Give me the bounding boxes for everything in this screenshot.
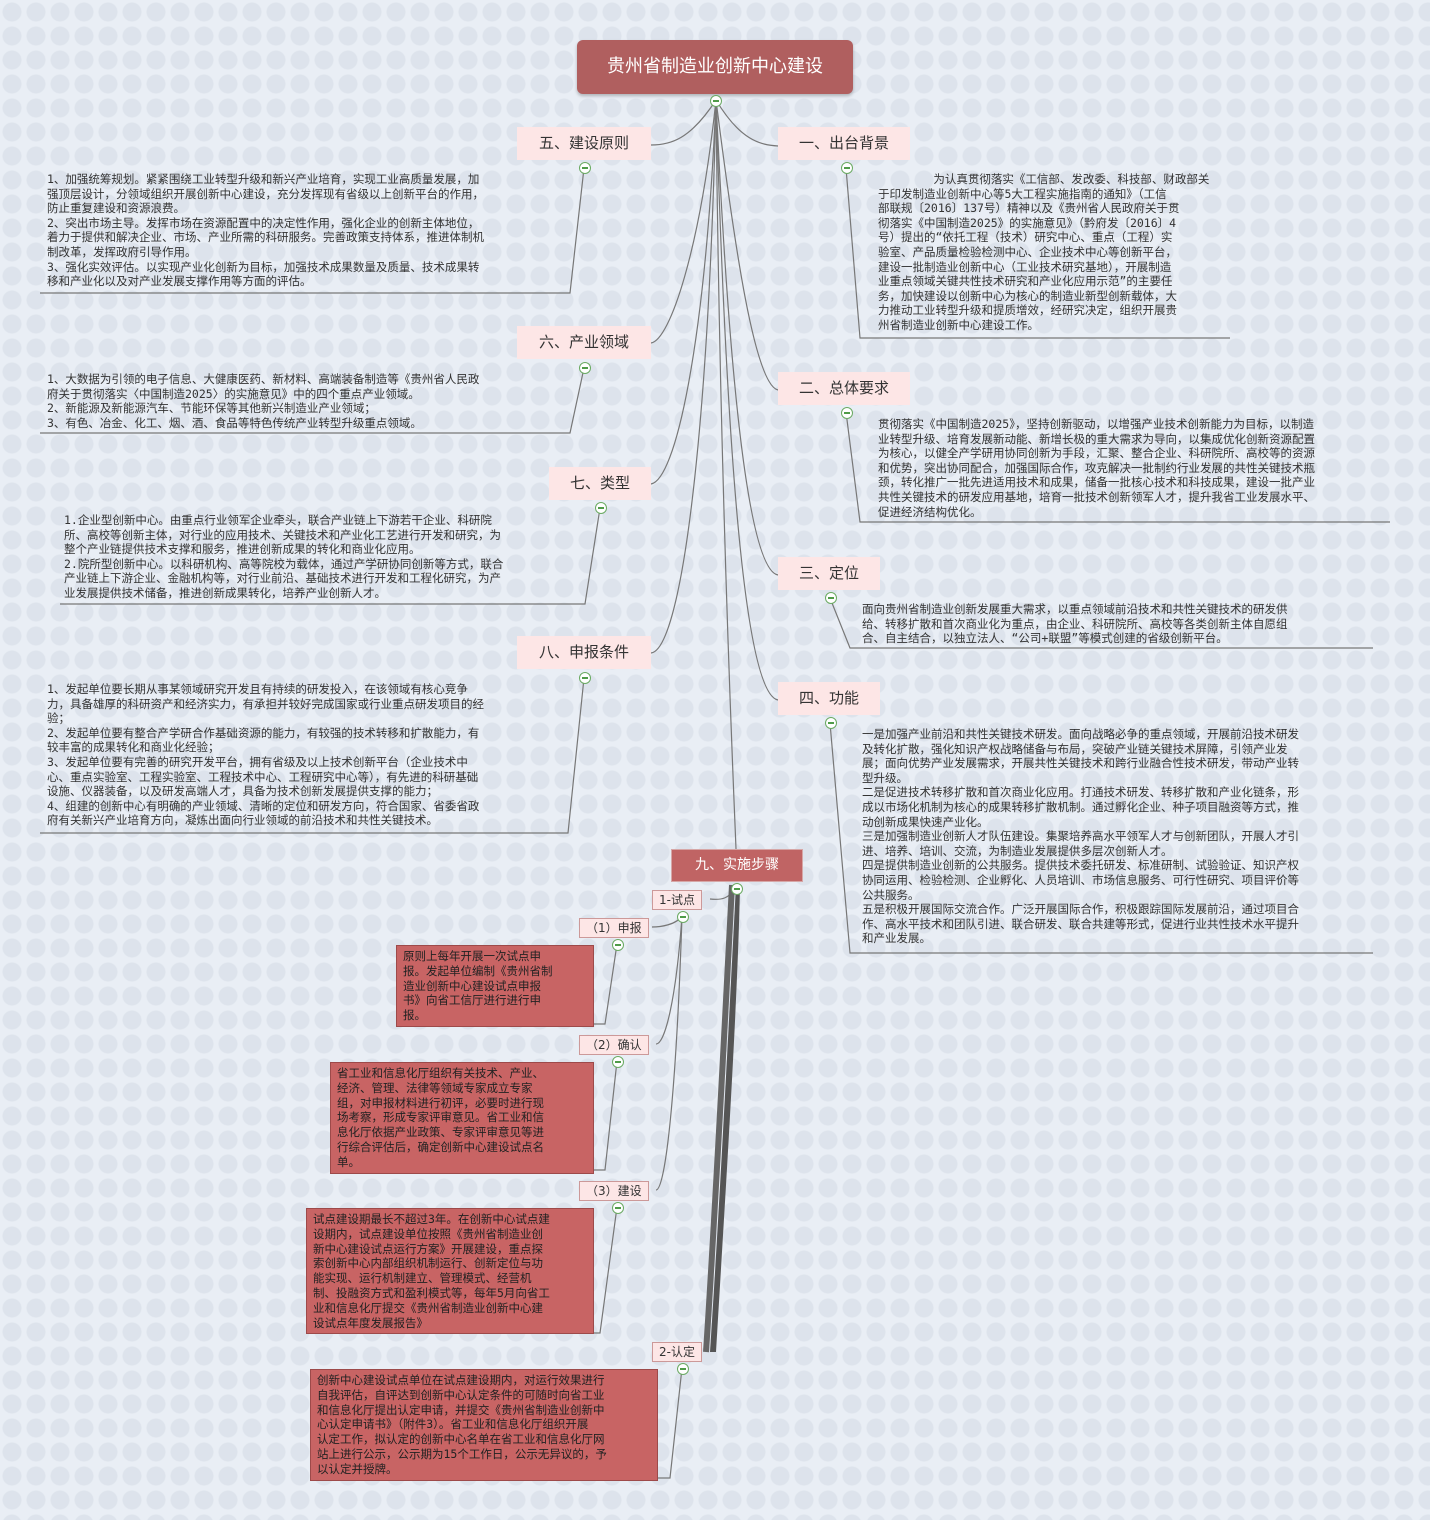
note-principles: 1、加强统筹规划。紧紧围绕工业转型升级和新兴产业培育，实现工业高质量发展，加 强…: [47, 172, 484, 289]
collapse-icon[interactable]: [612, 1056, 624, 1068]
collapse-icon[interactable]: [579, 362, 591, 374]
topic-types[interactable]: 七、类型: [549, 467, 651, 500]
collapse-icon[interactable]: [579, 162, 591, 174]
note-requirements: 贯彻落实《中国制造2025》，坚持创新驱动，以增强产业技术创新能力为目标，以制造…: [878, 417, 1315, 519]
root-topic[interactable]: 贵州省制造业创新中心建设: [577, 40, 853, 94]
note-positioning: 面向贵州省制造业创新发展重大需求，以重点领域前沿技术和共性关键技术的研发供 给、…: [862, 602, 1288, 646]
step-recognize[interactable]: 2-认定: [652, 1342, 702, 1362]
collapse-icon[interactable]: [677, 911, 689, 923]
topic-functions[interactable]: 四、功能: [778, 682, 880, 715]
collapse-icon[interactable]: [612, 939, 624, 951]
note-conditions: 1、发起单位要长期从事某领域研究开发且有持续的研发投入，在该领域有核心竞争 力，…: [47, 682, 484, 828]
note-types: 1.企业型创新中心。由重点行业领军企业牵头，联合产业链上下游若干企业、科研院 所…: [64, 513, 504, 600]
topic-industry-fields[interactable]: 六、产业领域: [517, 326, 651, 359]
topic-requirements[interactable]: 二、总体要求: [778, 372, 910, 405]
note-background: 为认真贯彻落实《工信部、发改委、科技部、财政部关 于印发制造业创新中心等5大工程…: [878, 172, 1210, 332]
topic-principles[interactable]: 五、建设原则: [517, 127, 651, 160]
collapse-icon[interactable]: [612, 1202, 624, 1214]
collapse-icon[interactable]: [825, 592, 837, 604]
topic-implementation-steps[interactable]: 九、实施步骤: [671, 849, 803, 882]
step-confirm-text: 省工业和信息化厅组织有关技术、产业、 经济、管理、法律等领域专家成立专家 组，对…: [330, 1062, 594, 1174]
collapse-icon[interactable]: [710, 95, 722, 107]
step-build-text: 试点建设期最长不超过3年。在创新中心试点建 设期内，试点建设单位按照《贵州省制造…: [306, 1208, 594, 1335]
topic-positioning[interactable]: 三、定位: [778, 557, 880, 590]
collapse-icon[interactable]: [731, 883, 743, 895]
note-functions: 一是加强产业前沿和共性关键技术研发。面向战略必争的重点领域，开展前沿技术研发 及…: [862, 727, 1299, 946]
step-recognize-text: 创新中心建设试点单位在试点建设期内，对运行效果进行 自我评估，自评达到创新中心认…: [310, 1369, 658, 1481]
collapse-icon[interactable]: [595, 502, 607, 514]
step-apply-text: 原则上每年开展一次试点申 报。发起单位编制《贵州省制 造业创新中心建设试点申报 …: [396, 945, 594, 1027]
collapse-icon[interactable]: [677, 1363, 689, 1375]
step-confirm[interactable]: （2）确认: [579, 1035, 649, 1055]
note-industry-fields: 1、大数据为引领的电子信息、大健康医药、新材料、高端装备制造等《贵州省人民政 府…: [47, 372, 480, 430]
collapse-icon[interactable]: [841, 407, 853, 419]
collapse-icon[interactable]: [579, 672, 591, 684]
step-pilot[interactable]: 1-试点: [652, 890, 702, 910]
topic-conditions[interactable]: 八、申报条件: [517, 636, 651, 669]
step-apply[interactable]: （1）申报: [579, 918, 649, 938]
collapse-icon[interactable]: [825, 717, 837, 729]
step-build[interactable]: （3）建设: [579, 1181, 649, 1201]
topic-background[interactable]: 一、出台背景: [778, 127, 910, 160]
collapse-icon[interactable]: [841, 162, 853, 174]
